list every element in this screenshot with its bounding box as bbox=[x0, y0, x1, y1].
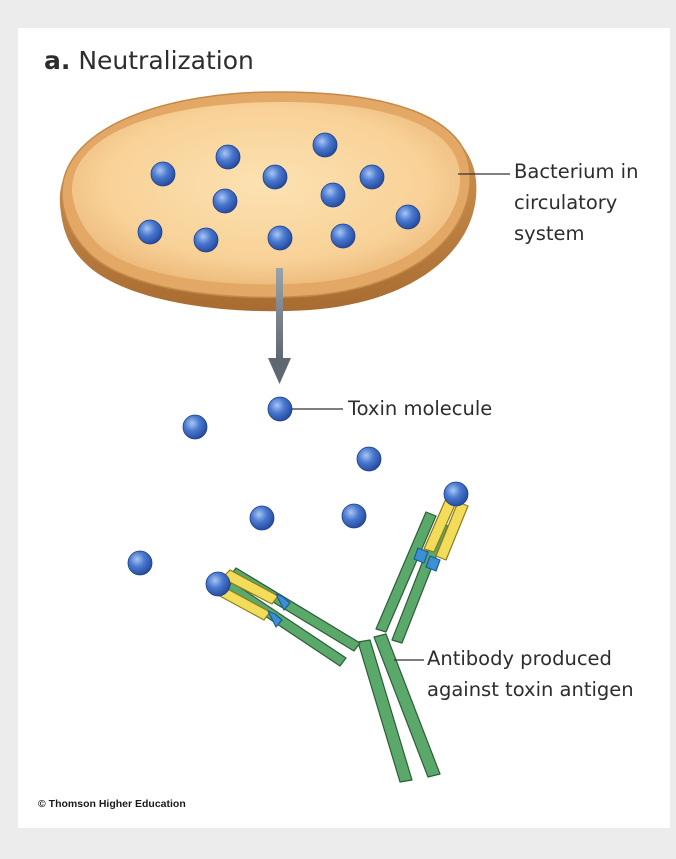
toxin-label: Toxin molecule bbox=[348, 397, 493, 420]
panel-title: Neutralization bbox=[78, 46, 254, 75]
toxin-inside bbox=[193, 227, 219, 253]
toxin-released bbox=[267, 396, 293, 422]
toxin-inside bbox=[150, 161, 176, 187]
toxin-inside bbox=[320, 182, 346, 208]
internal-toxins bbox=[137, 132, 421, 253]
free-toxins bbox=[127, 414, 382, 576]
toxin-bound bbox=[443, 481, 469, 507]
toxin-free bbox=[356, 446, 382, 472]
toxin-inside bbox=[330, 223, 356, 249]
toxin-inside bbox=[395, 204, 421, 230]
toxin-inside bbox=[215, 144, 241, 170]
toxin-free bbox=[341, 503, 367, 529]
antibody-label: Antibody produced against toxin antigen bbox=[427, 647, 634, 701]
toxin-free bbox=[127, 550, 153, 576]
bacterium-cell bbox=[59, 91, 477, 312]
toxin-inside bbox=[359, 164, 385, 190]
toxin-free bbox=[182, 414, 208, 440]
figure-title: a. Neutralization bbox=[44, 46, 254, 75]
antibody bbox=[215, 493, 469, 783]
release-arrow bbox=[268, 268, 291, 384]
toxin-inside bbox=[212, 188, 238, 214]
toxin-inside bbox=[262, 164, 288, 190]
toxin-bound bbox=[205, 571, 231, 597]
panel-letter: a. bbox=[44, 46, 71, 75]
toxin-inside bbox=[267, 225, 293, 251]
toxin-inside bbox=[137, 219, 163, 245]
bacterium-label: Bacterium in circulatory system bbox=[514, 160, 639, 245]
toxin-free bbox=[249, 505, 275, 531]
copyright-credit: © Thomson Higher Education bbox=[38, 798, 186, 810]
toxin-inside bbox=[312, 132, 338, 158]
